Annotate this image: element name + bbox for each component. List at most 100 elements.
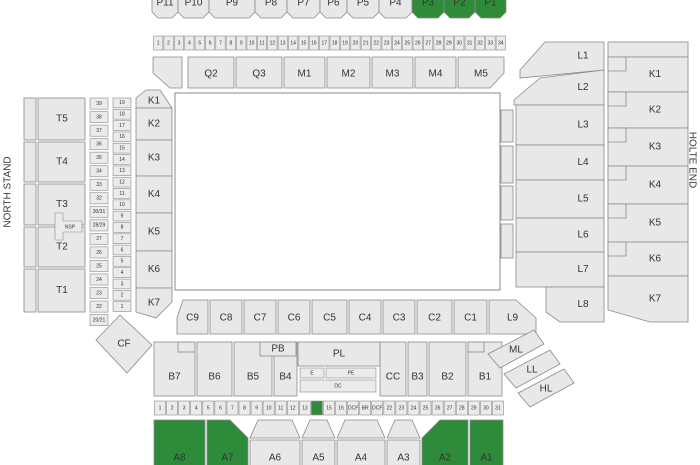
south-block-dc-shape[interactable] [299, 379, 377, 393]
south-row-19-shape[interactable] [371, 400, 384, 416]
south-block-a8-shape[interactable] [153, 419, 206, 465]
south-block-c6-shape[interactable] [277, 299, 311, 335]
top-row-18-shape[interactable] [329, 35, 340, 51]
block-p8-shape[interactable] [254, 0, 288, 19]
south-row-7-shape[interactable] [226, 400, 239, 416]
south-row-26-shape[interactable] [455, 400, 468, 416]
block-m3-shape[interactable] [371, 56, 414, 89]
south-row-28-shape[interactable] [480, 400, 492, 416]
west-row-a-39-shape[interactable] [89, 97, 109, 110]
top-row-24-shape[interactable] [391, 35, 402, 51]
top-row-20-shape[interactable] [350, 35, 361, 51]
south-block-c5-shape[interactable] [311, 299, 348, 335]
top-row-6-shape[interactable] [205, 35, 216, 51]
east-block-l4-shape[interactable] [515, 144, 605, 181]
block-q3-shape[interactable] [235, 56, 283, 89]
block-nsp-shape[interactable] [54, 212, 83, 241]
south-row-9-shape[interactable] [250, 400, 263, 416]
south-row-20-shape[interactable] [383, 400, 396, 416]
top-row-33-shape[interactable] [485, 35, 496, 51]
west-row-a-20-21-shape[interactable] [89, 314, 109, 326]
south-row-29-shape[interactable] [492, 400, 504, 416]
west-row-a-23-shape[interactable] [89, 287, 109, 299]
west-block-k7-shape[interactable] [135, 287, 173, 319]
west-row-b-10-shape[interactable] [112, 199, 132, 210]
block-p7-shape[interactable] [286, 0, 321, 19]
east-k-tab-5-shape[interactable] [607, 203, 627, 219]
top-row-3-shape[interactable] [173, 35, 184, 51]
south-row-3-shape[interactable] [178, 400, 191, 416]
west-row-b-6-shape[interactable] [112, 244, 132, 256]
top-row-13-shape[interactable] [277, 35, 288, 51]
south-row-6-shape[interactable] [214, 400, 227, 416]
south-row-23-shape[interactable] [419, 400, 432, 416]
south-row-2-shape[interactable] [166, 400, 178, 416]
south-row-18-shape[interactable] [359, 400, 372, 416]
south-lower-step-3-shape[interactable] [336, 419, 386, 439]
south-block-a5-shape[interactable] [301, 439, 336, 465]
west-row-b-16-shape[interactable] [112, 131, 132, 143]
block-t4-side-shape[interactable] [23, 141, 37, 183]
east-block-l6-shape[interactable] [515, 217, 605, 253]
west-row-b-4-shape[interactable] [112, 267, 132, 278]
east-block-l1-shape[interactable] [519, 41, 605, 79]
west-row-a-26-shape[interactable] [89, 246, 109, 259]
south-row-1-shape[interactable] [154, 400, 166, 416]
south-row-10-shape[interactable] [262, 400, 275, 416]
south-block-c3-shape[interactable] [382, 299, 416, 335]
block-p1-shape[interactable] [474, 0, 507, 19]
block-t5-side-shape[interactable] [23, 97, 37, 141]
east-strip-1-shape[interactable] [500, 109, 514, 143]
block-p6-shape[interactable] [319, 0, 348, 19]
block-m5-shape[interactable] [457, 56, 505, 89]
west-row-a-25-shape[interactable] [89, 260, 109, 272]
corner-block-hl-shape[interactable] [517, 368, 575, 408]
south-block-a7-shape[interactable] [206, 419, 249, 465]
block-p4-shape[interactable] [378, 0, 413, 19]
west-row-b-3-shape[interactable] [112, 278, 132, 290]
corner-block-ml-shape[interactable] [487, 329, 545, 369]
block-p5-shape[interactable] [346, 0, 380, 19]
south-block-b2-shape[interactable] [428, 341, 467, 397]
south-row-27-shape[interactable] [467, 400, 480, 416]
south-block-e-shape[interactable] [299, 367, 325, 379]
west-row-b-15-shape[interactable] [112, 142, 132, 154]
south-row-13-shape[interactable] [299, 400, 311, 416]
south-block-b3-shape[interactable] [407, 341, 428, 397]
west-row-b-18-shape[interactable] [112, 109, 132, 120]
south-row-14-shape[interactable] [311, 400, 323, 416]
block-t1-shape[interactable] [37, 268, 86, 313]
west-row-a-22-shape[interactable] [89, 300, 109, 313]
west-block-k1-shape[interactable] [135, 89, 173, 109]
corner-block-ll-shape[interactable] [503, 349, 561, 389]
top-row-27-shape[interactable] [423, 35, 434, 51]
block-q2-shape[interactable] [187, 56, 235, 89]
south-row-15-shape[interactable] [323, 400, 335, 416]
east-block-l5-shape[interactable] [515, 179, 605, 219]
west-row-b-1-shape[interactable] [112, 301, 132, 312]
west-row-b-13-shape[interactable] [112, 165, 132, 177]
south-block-a2-shape[interactable] [421, 419, 469, 465]
south-block-c1-shape[interactable] [453, 299, 488, 335]
top-row-23-shape[interactable] [381, 35, 392, 51]
south-lower-step-1-shape[interactable] [249, 419, 301, 439]
east-strip-2-shape[interactable] [500, 145, 514, 184]
south-lower-step-2-shape[interactable] [301, 419, 336, 439]
south-row-16-shape[interactable] [335, 400, 347, 416]
west-row-b-19-shape[interactable] [112, 97, 132, 109]
south-block-a3-shape[interactable] [386, 439, 421, 465]
south-block-c7-shape[interactable] [243, 299, 277, 335]
south-block-c8-shape[interactable] [209, 299, 243, 335]
south-block-a4-shape[interactable] [336, 439, 386, 465]
west-row-b-9-shape[interactable] [112, 210, 132, 222]
south-row-8-shape[interactable] [238, 400, 251, 416]
top-row-8-shape[interactable] [225, 35, 236, 51]
west-row-a-35-shape[interactable] [89, 151, 109, 164]
east-block-l7-shape[interactable] [515, 251, 605, 288]
west-row-b-5-shape[interactable] [112, 256, 132, 267]
top-row-10-shape[interactable] [246, 35, 257, 51]
west-row-a-27-shape[interactable] [89, 233, 109, 245]
south-block-c4-shape[interactable] [348, 299, 382, 335]
top-row-16-shape[interactable] [308, 35, 319, 51]
west-row-a-28-29-shape[interactable] [89, 219, 109, 232]
